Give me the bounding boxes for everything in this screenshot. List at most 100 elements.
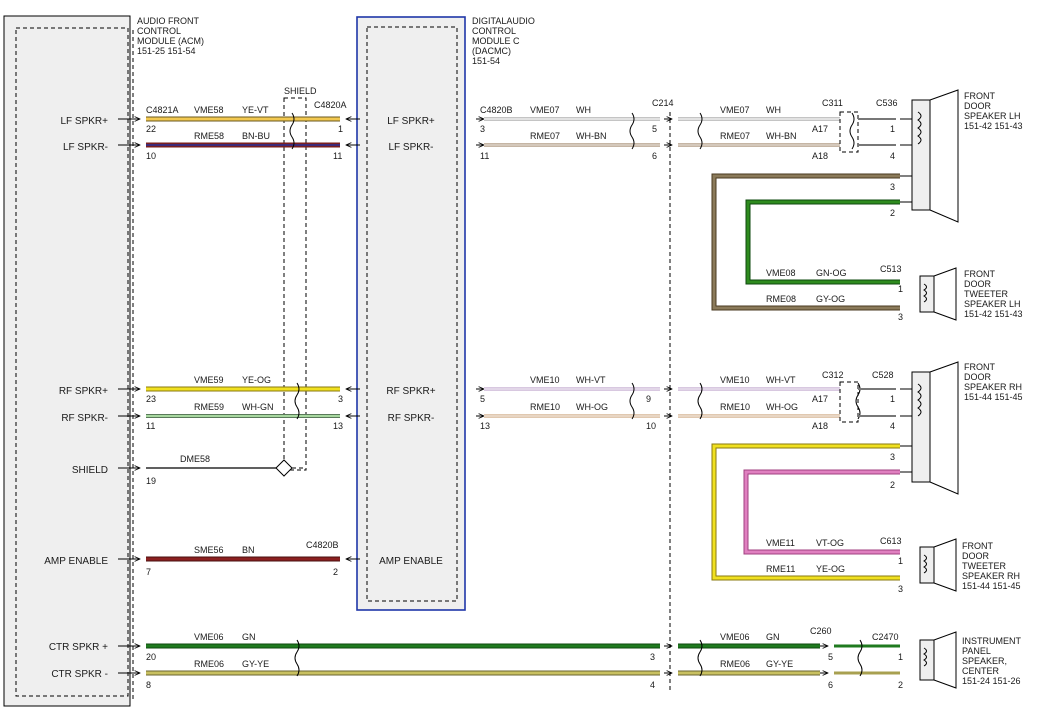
wire-color: WH [766,105,781,115]
pin-number: 3 [338,394,343,404]
pin-number: A18 [812,151,828,161]
pin-number: 3 [650,652,655,662]
wire-dme58 [146,459,306,477]
pin-number: 2 [333,567,338,577]
pin-number: 2 [898,680,903,690]
pin-number: 1 [890,394,895,404]
wire-circuit: RME10 [720,402,750,412]
svg-text:FRONT: FRONT [964,269,995,279]
connector-label: C2470 [872,632,899,642]
svg-text:151-42 151-43: 151-42 151-43 [964,121,1023,131]
svg-text:DOOR: DOOR [964,279,992,289]
dacmc-pin-label: RF SPKR+ [386,386,435,397]
speaker-center-label: INSTRUMENT PANEL SPEAKER, CENTER 151-24 … [962,636,1021,686]
pin-number: A18 [812,421,828,431]
twist-marker [629,382,635,420]
wire-color: WH-BN [766,131,797,141]
pin-number: 5 [828,652,833,662]
acm-module [3,15,134,707]
wire-circuit: VME10 [530,375,560,385]
speaker-lh-label: FRONT DOOR SPEAKER LH 151-42 151-43 [964,91,1023,131]
pin-number: A17 [812,394,828,404]
wire-circuit: RME06 [194,659,224,669]
tweeter-lh-label: FRONT DOOR TWEETER SPEAKER LH 151-42 151… [964,269,1023,319]
svg-text:SPEAKER RH: SPEAKER RH [964,382,1022,392]
wire-color: GY-OG [816,294,845,304]
pin-number: 4 [890,421,895,431]
wire-color: GN [242,632,256,642]
connector-label: C528 [872,370,894,380]
svg-text:SPEAKER RH: SPEAKER RH [962,571,1020,581]
pin-number: 11 [333,151,342,161]
connector-label: C4820B [306,540,339,550]
svg-text:MODULE (ACM): MODULE (ACM) [137,36,204,46]
connector-label: C4821A [146,105,179,115]
wire-circuit: RME08 [766,294,796,304]
pin-number: 3 [480,124,485,134]
acm-title: AUDIO FRONT CONTROL MODULE (ACM) 151-25 … [137,16,204,56]
wire-color: YE-VT [242,105,269,115]
wire-vme11 [743,469,900,555]
pin-number: 13 [333,421,343,431]
pin-number: 10 [146,151,156,161]
pin-number: 19 [146,476,156,486]
twist-marker [697,382,703,420]
wire-color: VT-OG [816,538,844,548]
acm-pin-label: AMP ENABLE [44,556,108,567]
pin-number: 20 [146,652,156,662]
svg-text:AUDIO FRONT: AUDIO FRONT [137,16,200,26]
twist-marker [294,382,300,420]
dacmc-pin-labels: LF SPKR+ LF SPKR- RF SPKR+ RF SPKR- AMP … [379,116,443,567]
wire-color: GY-YE [766,659,793,669]
pin-number: 3 [890,452,895,462]
wire-color: WH-VT [576,375,606,385]
pin-number: 2 [890,208,895,218]
wire-color: WH-BN [576,131,607,141]
svg-text:SPEAKER LH: SPEAKER LH [964,111,1021,121]
pin-number: 10 [646,421,656,431]
wire-color: WH-OG [766,402,798,412]
connector-label: C311 [822,98,843,108]
wire-circuit: VME06 [194,632,224,642]
svg-text:DOOR: DOOR [962,551,990,561]
pin-number: 1 [338,124,343,134]
wire-rme11 [711,443,900,581]
wire-color: WH-GN [242,402,274,412]
pin-number: A17 [812,124,828,134]
speaker-center [919,631,957,689]
svg-text:151-44 151-45: 151-44 151-45 [962,581,1021,591]
pin-number: 22 [146,124,156,134]
svg-text:151-42 151-43: 151-42 151-43 [964,309,1023,319]
acm-pin-label: SHIELD [72,465,108,476]
wire-circuit: RME10 [530,402,560,412]
svg-text:TWEETER: TWEETER [964,289,1008,299]
pin-number: 6 [828,680,833,690]
wire-circuit: SME56 [194,545,224,555]
dacmc-module [356,16,466,611]
svg-text:PANEL: PANEL [962,646,991,656]
wire-color: WH-OG [576,402,608,412]
connector-label: C312 [822,370,844,380]
wire-circuit: RME07 [530,131,560,141]
tweeter-rh-label: FRONT DOOR TWEETER SPEAKER RH 151-44 151… [962,541,1021,591]
svg-text:CENTER: CENTER [962,666,1000,676]
acm-pin-labels: LF SPKR+ LF SPKR- RF SPKR+ RF SPKR- SHIE… [44,116,108,680]
pin-number: 4 [890,151,895,161]
svg-text:INSTRUMENT: INSTRUMENT [962,636,1021,646]
shield-label: SHIELD [284,86,317,96]
svg-text:151-25 151-54: 151-25 151-54 [137,46,196,56]
svg-text:CONTROL: CONTROL [472,26,516,36]
pin-number: 1 [898,284,903,294]
svg-text:FRONT: FRONT [962,541,993,551]
svg-text:DOOR: DOOR [964,372,992,382]
connector-label: C613 [880,536,902,546]
pin-number: 9 [646,394,651,404]
svg-text:151-24 151-26: 151-24 151-26 [962,676,1021,686]
twist-marker [629,112,635,150]
acm-pin-label: RF SPKR+ [59,386,108,397]
svg-text:FRONT: FRONT [964,91,995,101]
wire-circuit: VME59 [194,375,224,385]
wire-circuit: RME58 [194,131,224,141]
dacmc-pin-label: AMP ENABLE [379,556,443,567]
